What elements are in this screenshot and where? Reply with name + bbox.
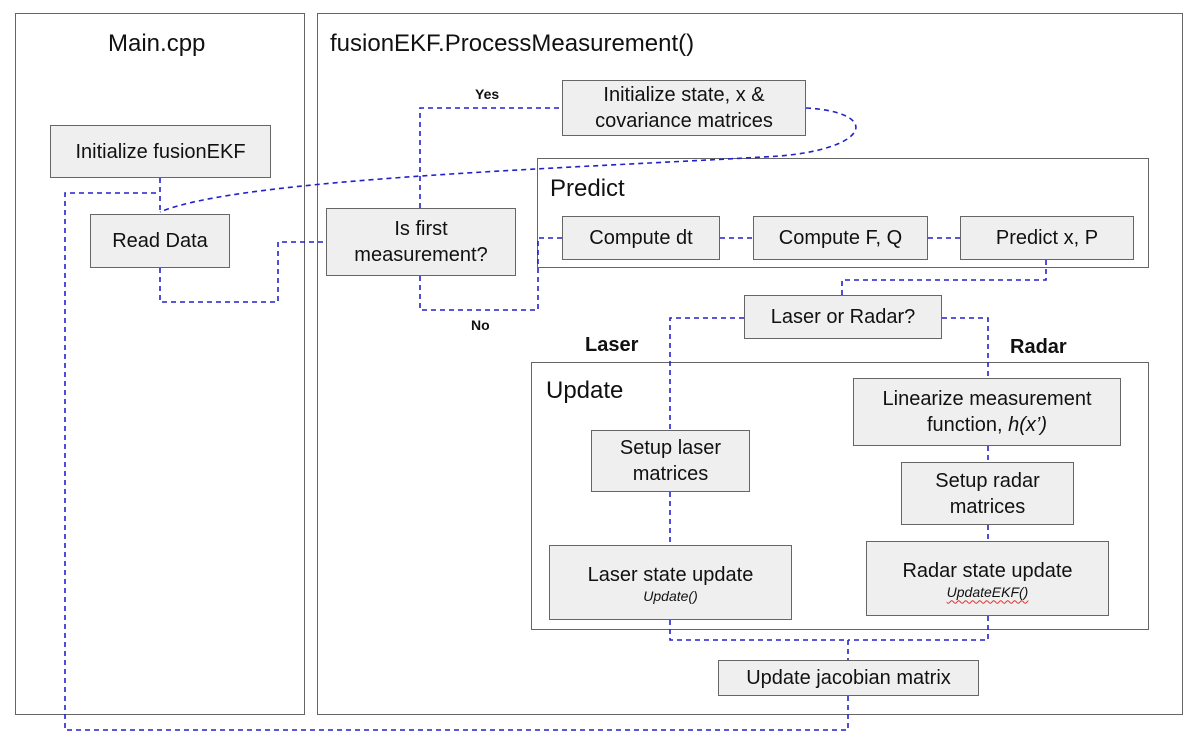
initialize-state-line1: Initialize state, x & [603,84,765,106]
setup-laser-matrices-node: Setup laser matrices [591,430,750,492]
linearize-measurement-node: Linearize measurement function, h(x’) [853,378,1121,446]
update-jacobian-text: Update jacobian matrix [746,667,951,689]
is-first-measurement-node: Is first measurement? [326,208,516,276]
initialize-state-line2: covariance matrices [595,110,773,132]
linearize-line1: Linearize measurement [882,388,1092,410]
compute-dt-node: Compute dt [562,216,720,260]
measurement-function-text: h(x’) [1008,414,1048,436]
compute-fq-text: Compute F, Q [778,227,903,249]
setup-radar-line2: matrices [949,495,1026,518]
no-label: No [471,317,490,333]
is-first-line2: measurement? [354,244,488,266]
read-data-node: Read Data [90,214,230,268]
compute-fq-node: Compute F, Q [753,216,928,260]
radar-update-function: UpdateEKF() [946,583,1029,600]
predict-title: Predict [550,175,625,202]
is-first-line1: Is first [394,218,448,240]
laser-state-update-text: Laser state update [587,563,754,586]
setup-laser-line2: matrices [632,463,709,485]
setup-laser-line1: Setup laser [619,437,722,459]
laser-label: Laser [585,334,639,356]
setup-radar-matrices-node: Setup radar matrices [901,462,1074,525]
predict-xp-node: Predict x, P [960,216,1134,260]
initialize-fusionekf-text: Initialize fusionEKF [75,140,246,163]
radar-label: Radar [1010,336,1067,358]
compute-dt-text: Compute dt [589,227,693,249]
initialize-state-node: Initialize state, x & covariance matrice… [562,80,806,136]
laser-state-update-node: Laser state update Update() [549,545,792,620]
laser-or-radar-node: Laser or Radar? [744,295,942,339]
main-cpp-title: Main.cpp [108,30,206,57]
update-title: Update [546,377,624,404]
yes-label: Yes [475,86,500,102]
read-data-text: Read Data [112,230,208,252]
radar-state-update-node: Radar state update UpdateEKF() [866,541,1109,616]
process-measurement-title: fusionEKF.ProcessMeasurement() [330,30,695,57]
radar-state-update-text: Radar state update [902,559,1073,582]
linearize-line2-prefix: function, [926,414,1009,436]
main-cpp-panel [15,13,305,715]
initialize-fusionekf-node: Initialize fusionEKF [50,125,271,178]
update-jacobian-node: Update jacobian matrix [718,660,979,696]
setup-radar-line1: Setup radar [935,469,1040,492]
laser-or-radar-text: Laser or Radar? [770,306,916,328]
laser-update-function: Update() [643,587,698,604]
predict-xp-text: Predict x, P [995,227,1099,249]
linearize-line2: function, h(x’) [927,412,1047,438]
